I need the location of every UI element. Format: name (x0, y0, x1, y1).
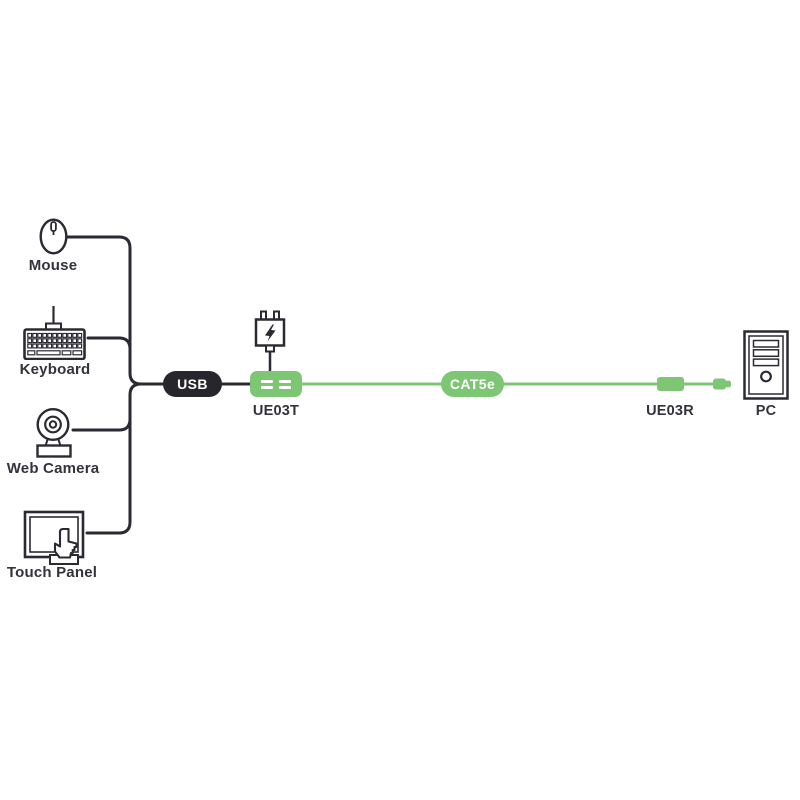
usb-port-icon (279, 380, 291, 389)
transmitter-unit (250, 371, 302, 397)
transmitter-label: UE03T (252, 403, 300, 419)
key-row-3 (27, 343, 83, 349)
cat5e-label: CAT5e (449, 376, 496, 392)
cat5e-badge: CAT5e (441, 371, 504, 397)
key-row-bottom (27, 350, 83, 356)
mouse-label: Mouse (28, 257, 78, 274)
mouse-icon (39, 218, 68, 255)
pointer-hand (53, 527, 78, 559)
keyboard-label: Keyboard (19, 361, 91, 378)
usb-hub-badge: USB (163, 371, 222, 397)
mouse-branch-line (66, 235, 255, 386)
receiver-label: UE03R (646, 403, 694, 419)
usb-plug-connector (713, 378, 726, 390)
web-camera-icon (36, 407, 72, 458)
touch-panel-label: Touch Panel (6, 564, 98, 581)
key-row-2 (27, 338, 83, 344)
pc-label: PC (755, 403, 777, 419)
pc-tower-icon (743, 330, 789, 400)
usb-port-icon (261, 380, 273, 389)
power-adapter-icon (254, 310, 286, 371)
keyboard-branch-line (86, 336, 132, 351)
touch-panel-icon (23, 510, 85, 565)
keyboard-icon (23, 306, 86, 360)
usb-hub-label: USB (177, 376, 208, 392)
receiver-unit (657, 377, 684, 391)
touchpanel-branch-line (85, 382, 143, 535)
key-row-1 (27, 332, 83, 338)
lightning-bolt (265, 324, 276, 342)
usb-plug-tip (725, 380, 731, 388)
web-camera-label: Web Camera (6, 460, 100, 477)
